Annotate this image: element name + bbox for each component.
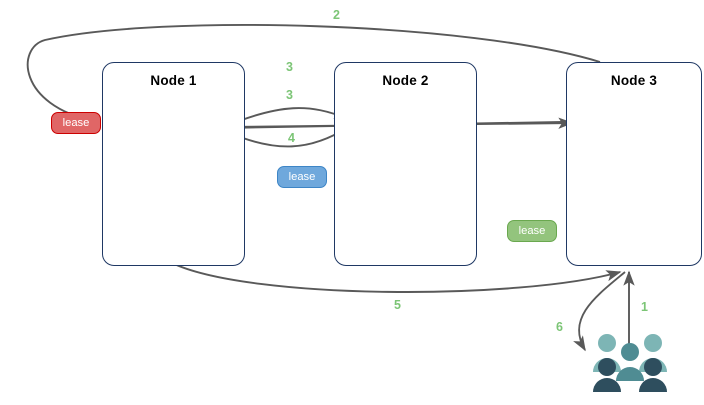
step-label-4: 4: [288, 131, 295, 145]
step-label-3a: 3: [286, 60, 293, 74]
node-card-node1[interactable]: Node 1: [102, 62, 245, 266]
node-card-node3[interactable]: Node 3: [566, 62, 702, 266]
users-group-icon: [592, 330, 668, 392]
node-title: Node 3: [610, 73, 658, 88]
lease-label: lease: [62, 117, 90, 129]
step-label-6: 6: [556, 320, 563, 334]
arrow-step-5: [171, 262, 622, 293]
node-title: Node 2: [382, 73, 429, 88]
step-label-2: 2: [333, 8, 340, 22]
lease-label: lease: [518, 225, 546, 237]
lease-label: lease: [288, 171, 316, 183]
node-title: Node 1: [150, 73, 197, 88]
step-label-3b: 3: [286, 88, 293, 102]
step-label-5: 5: [394, 298, 401, 312]
lease-badge-green[interactable]: lease: [507, 220, 557, 242]
step-label-1: 1: [641, 300, 648, 314]
lease-badge-blue[interactable]: lease: [277, 166, 327, 188]
node-card-node2[interactable]: Node 2: [334, 62, 477, 266]
lease-badge-red[interactable]: lease: [51, 112, 101, 134]
